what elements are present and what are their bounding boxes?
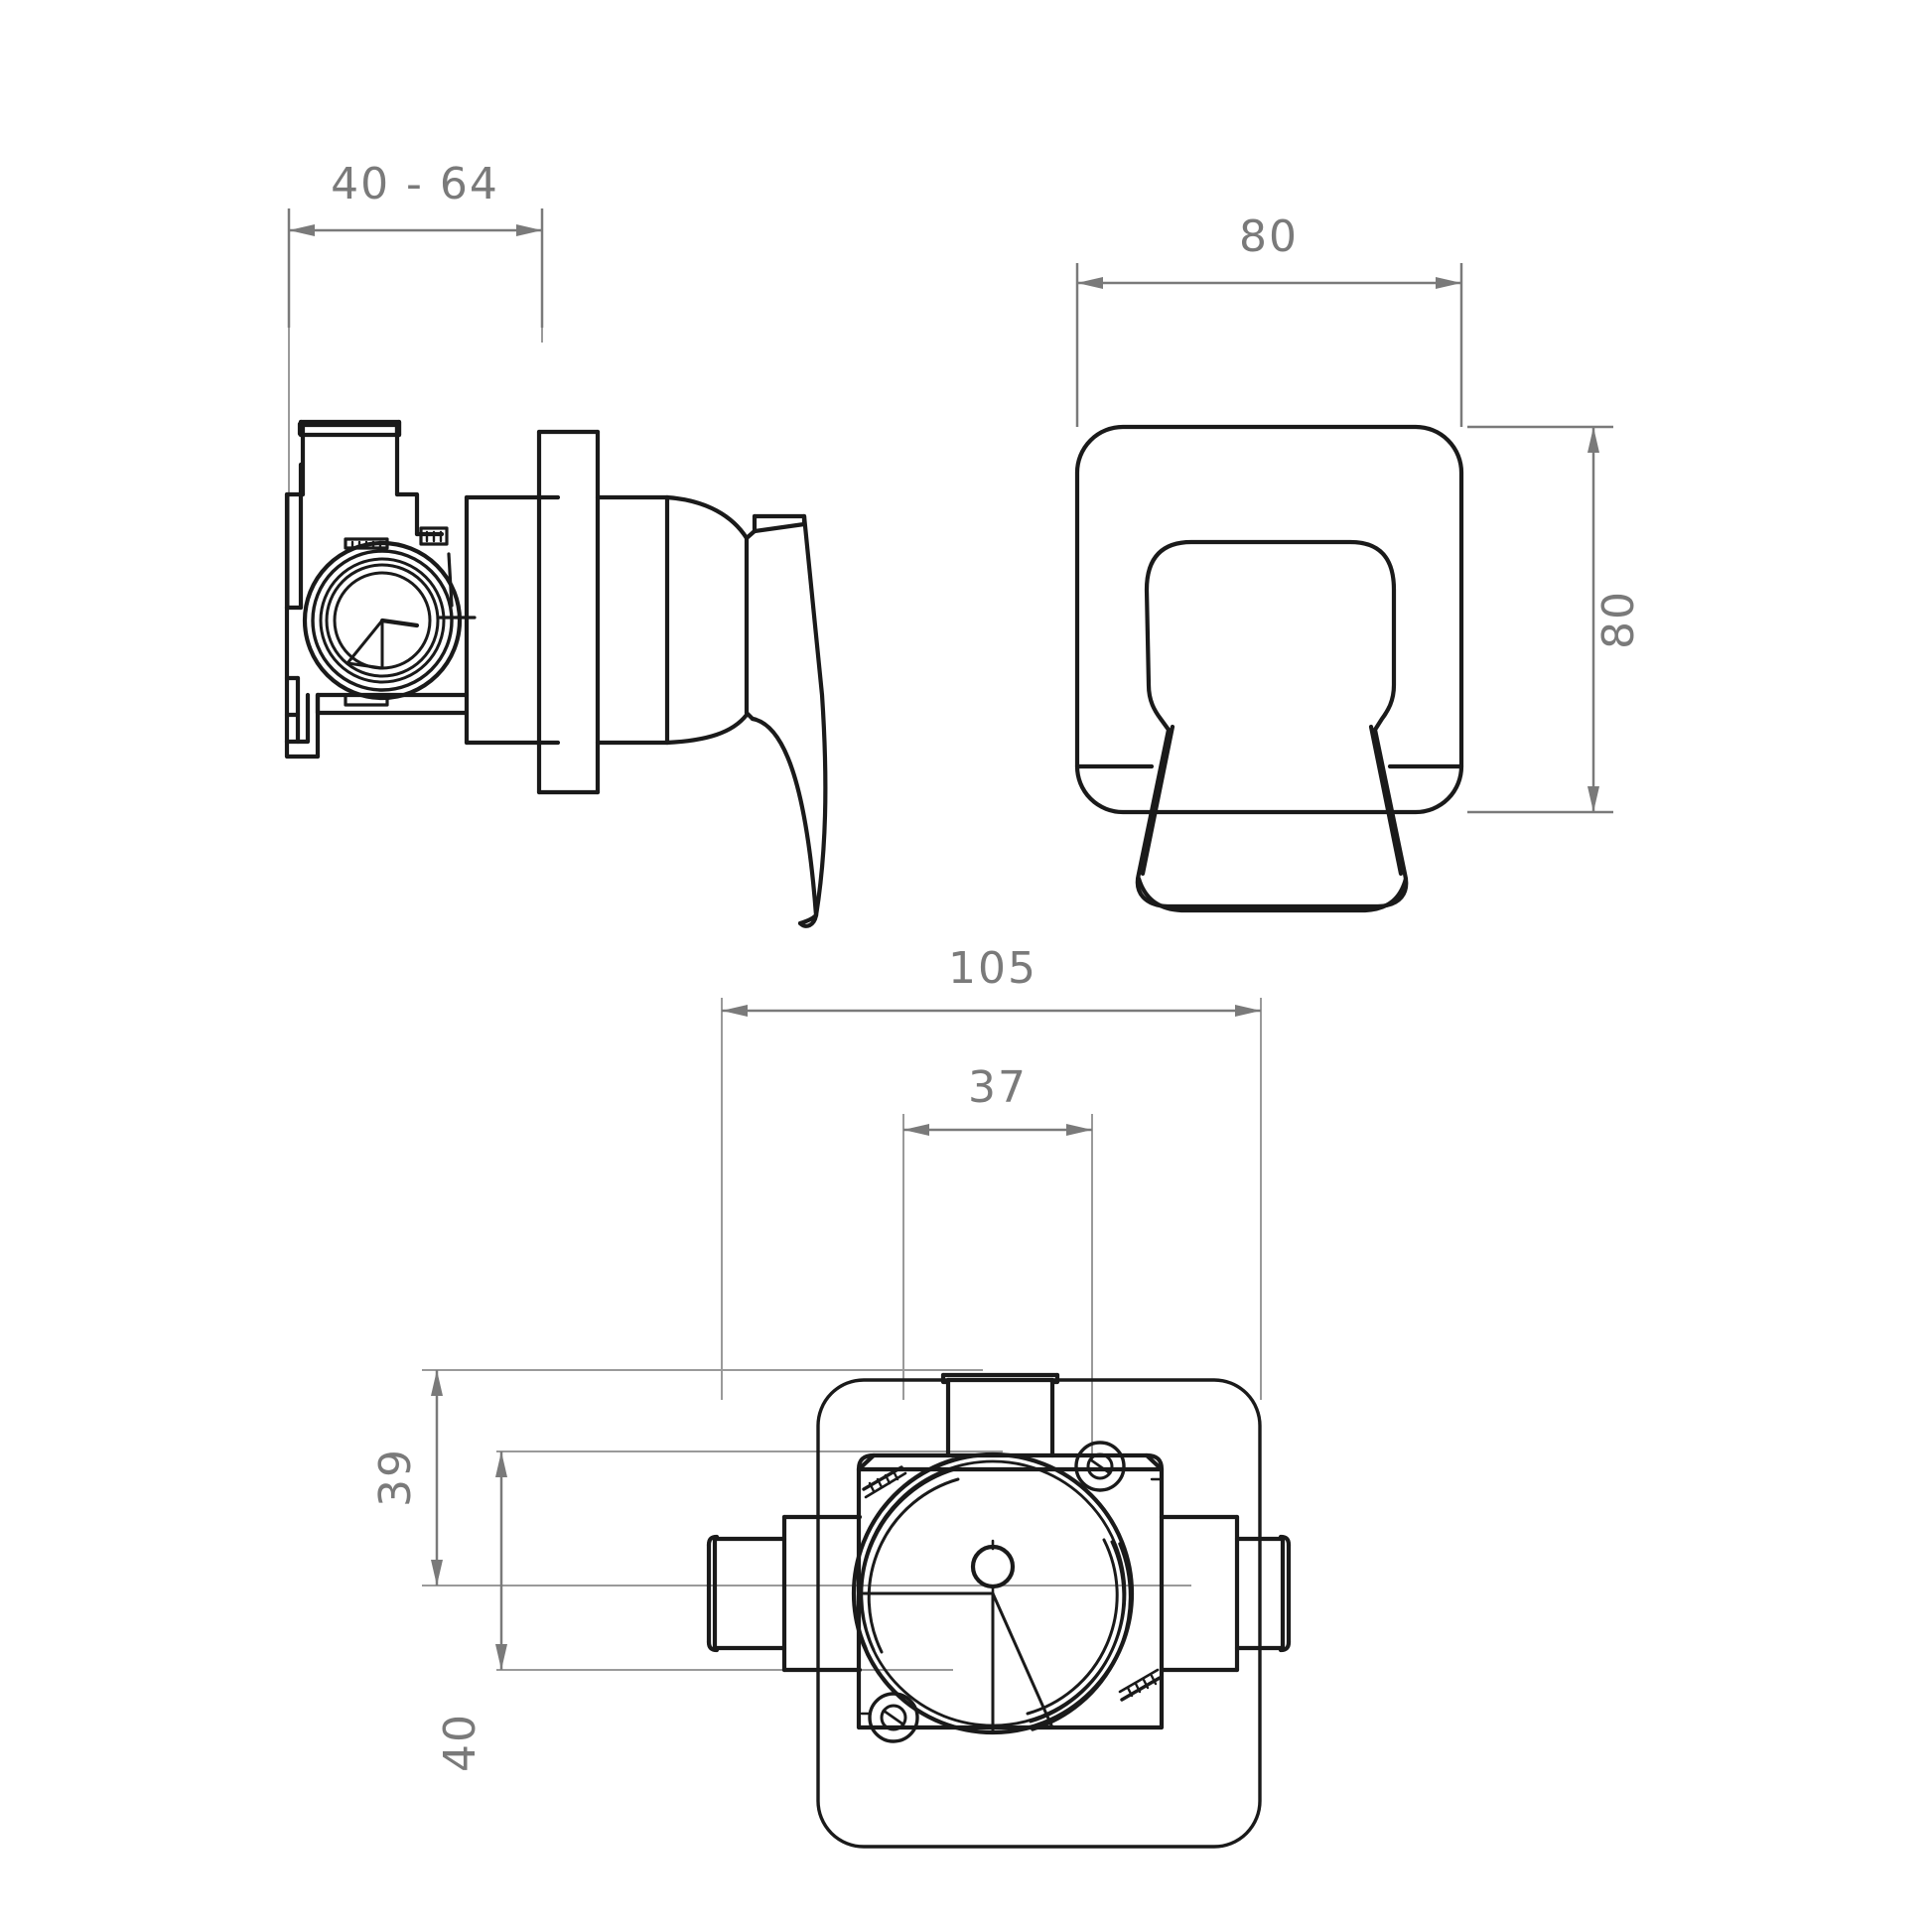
plan-top-view [706,1372,1292,1849]
dimension-label-upper-offset: 39 [370,1448,421,1507]
dimension-spindle-offset: 37 [902,1062,1093,1459]
front-elevation-view [1074,424,1464,913]
dimension-label-lower-offset: 40 [435,1713,485,1772]
dimension-body-width: 105 [721,943,1262,1400]
dimension-upper-offset: 39 [370,1369,1191,1587]
dimension-label-plate-width: 80 [1239,211,1299,262]
dimension-label-wall-depth: 40 - 64 [331,159,499,209]
dimension-label-body-width: 105 [948,943,1037,994]
dimension-wall-depth: 40 - 64 [287,159,544,328]
dimension-label-plate-height: 80 [1593,590,1644,649]
view-label-plan-top [695,1375,1301,1862]
dimension-plate-height: 80 [1467,425,1644,814]
view-label-front-elevation [1077,427,1464,918]
view-label-side-section [287,422,843,938]
side-section-view [284,419,828,928]
dimension-label-spindle-offset: 37 [968,1062,1028,1113]
dimension-plate-width: 80 [1075,211,1463,427]
